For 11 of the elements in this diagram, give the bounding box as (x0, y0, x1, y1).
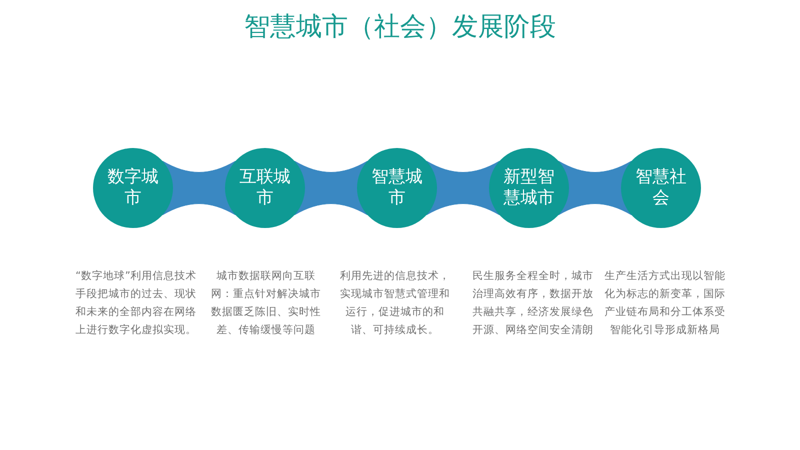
stage-name: 互联城市 (238, 167, 292, 209)
stage-name: 新型智慧城市 (502, 167, 556, 209)
stage-description: 生产生活方式出现以智能化为标志的新变革，国际产业链布局和分工体系受智能化引导形成新格局 (604, 269, 726, 338)
stage-name: 智慧社会 (634, 167, 688, 209)
stage-description: 民生服务全程全时，城市治理高效有序，数据开放共融共享，经济发展绿色开源、网络空间安全清朗 (472, 269, 594, 338)
stage-description: 城市数据联网向互联网：重点针对解决城市数据匮乏陈旧、实时性差、传输缓慢等问题 (210, 269, 322, 338)
stage-name: 智慧城市 (370, 167, 424, 209)
stage-description: 利用先进的信息技术，实现城市智慧式管理和运行，促进城市的和谐、可持续成长。 (339, 269, 451, 338)
diagram-title: 智慧城市（社会）发展阶段 (244, 12, 556, 42)
stage-name: 数字城市 (106, 167, 160, 209)
stage-description: “数字地球”利用信息技术手段把城市的过去、现状和未来的全部内容在网络上进行数字化虚拟实现。 (74, 269, 198, 338)
